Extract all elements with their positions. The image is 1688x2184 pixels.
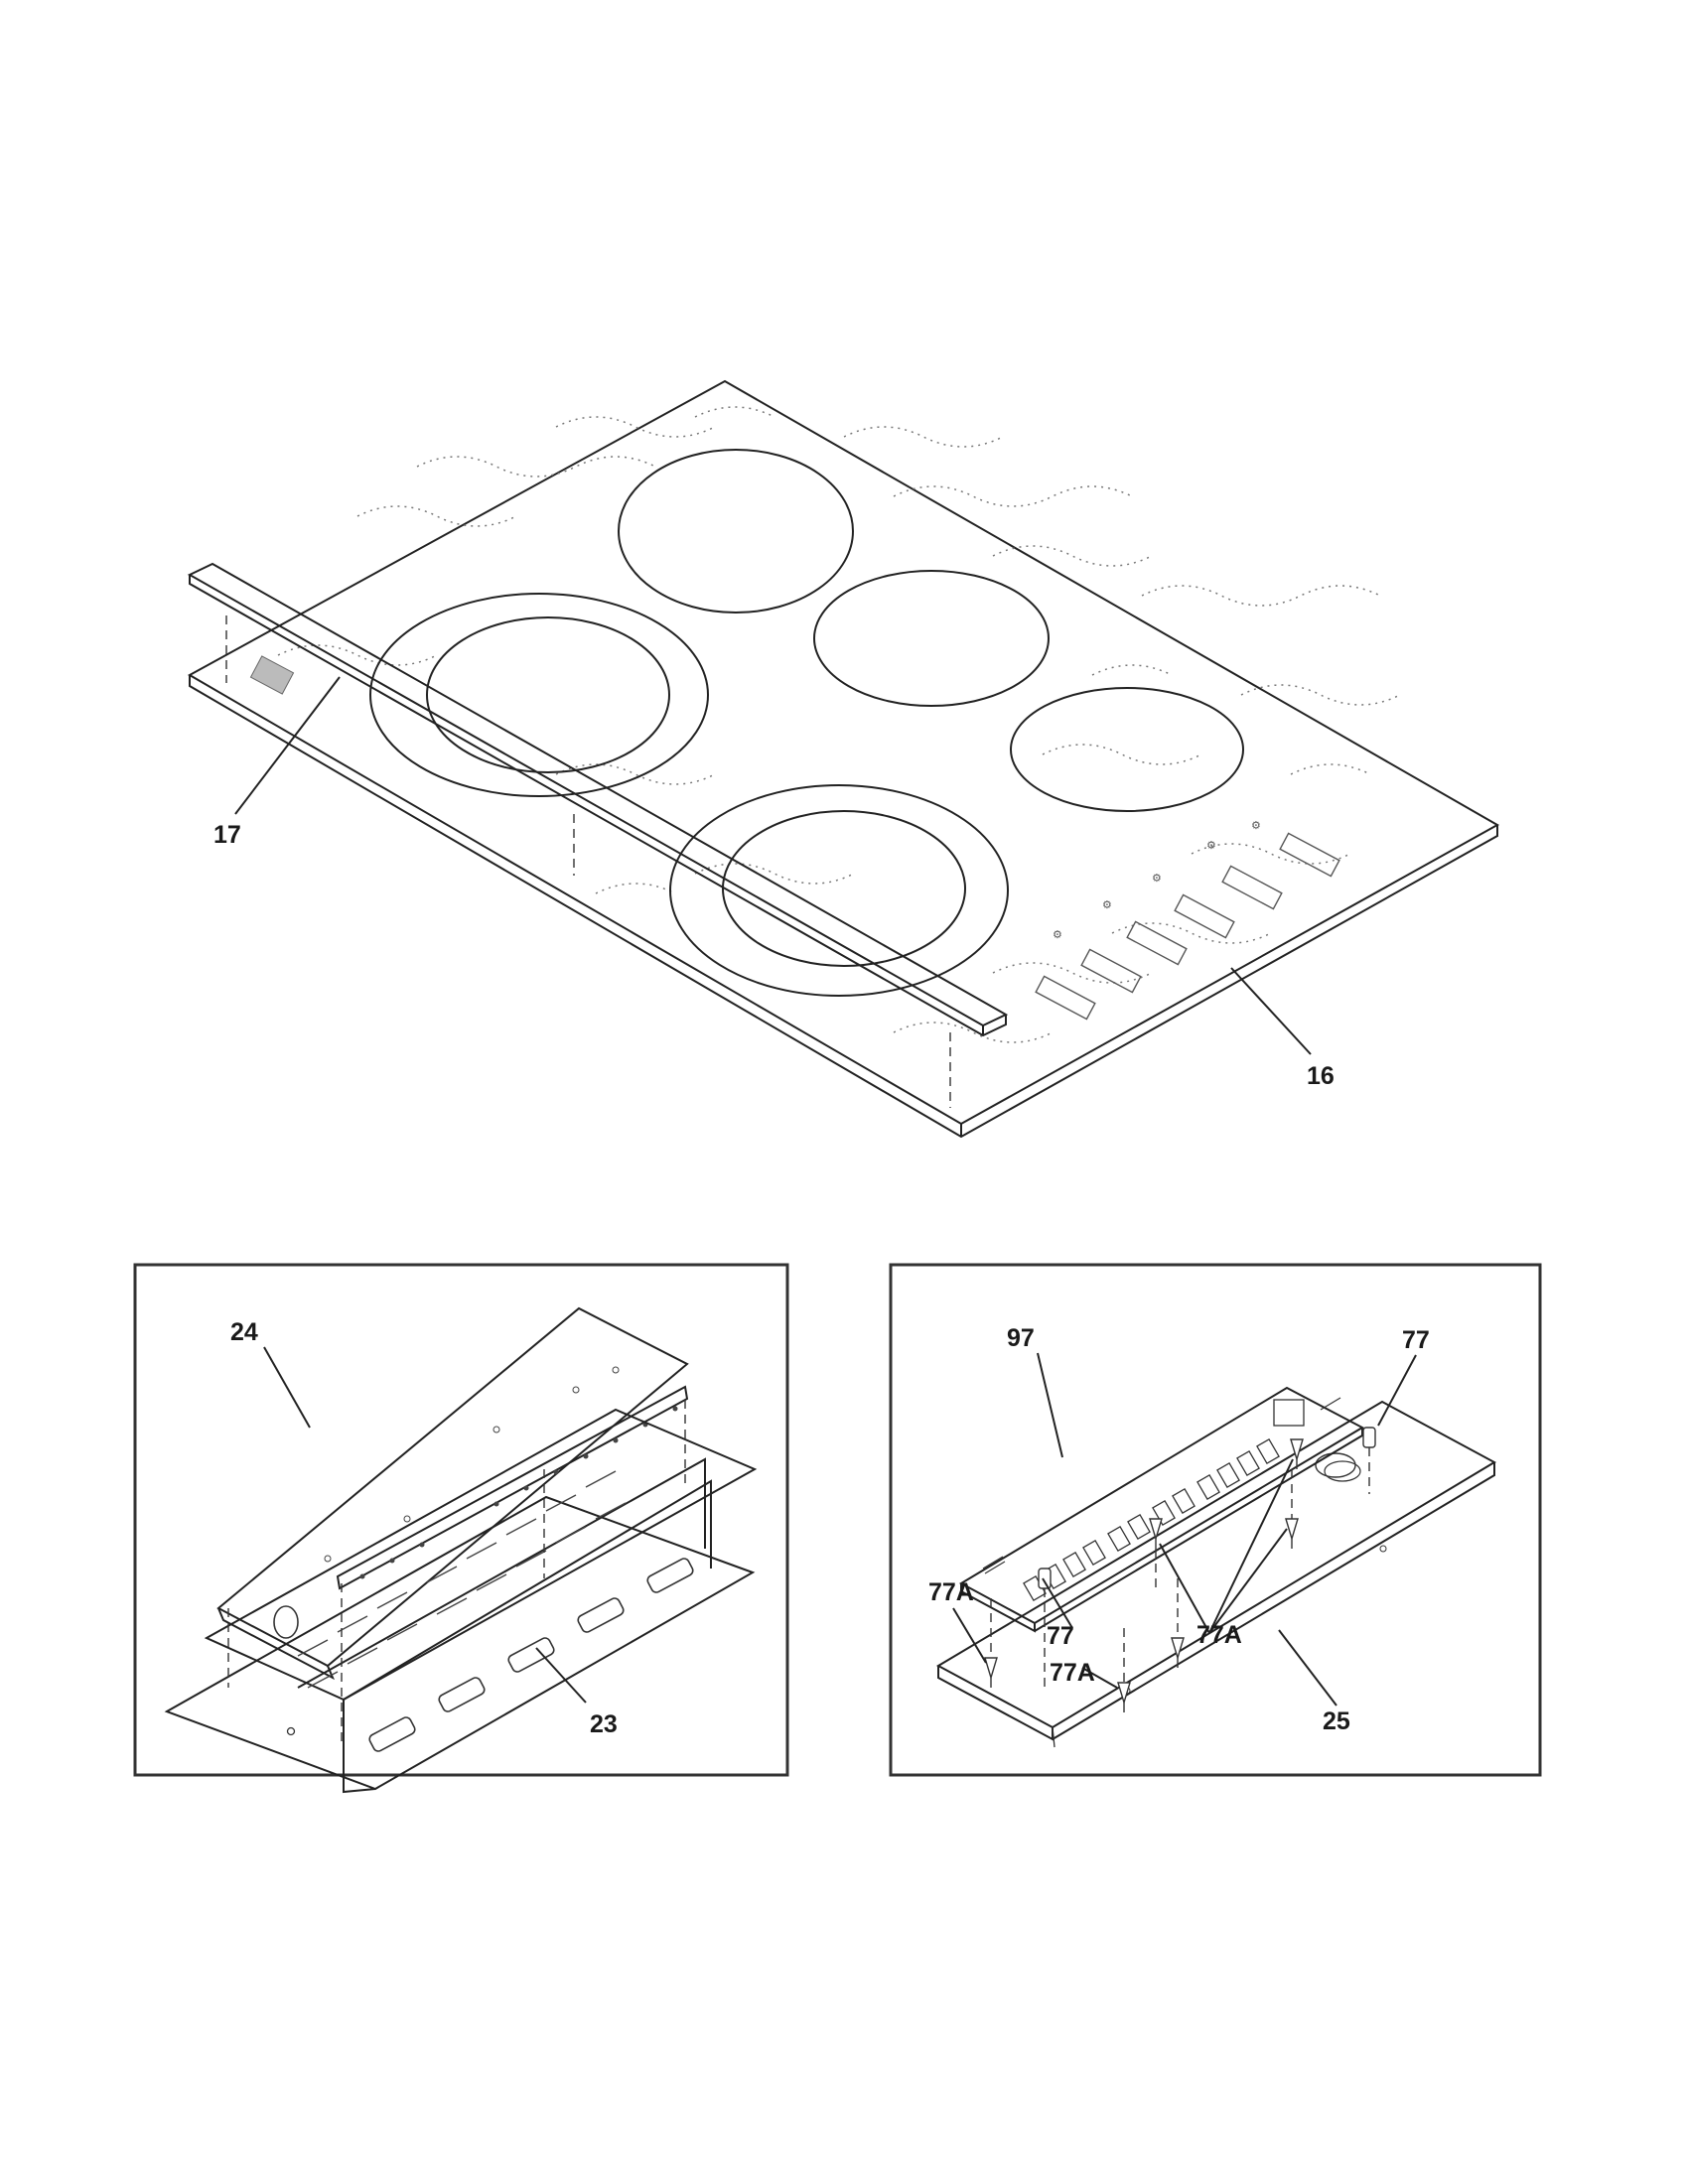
callout-25: 25 [1323, 1707, 1350, 1735]
leader-17 [234, 676, 341, 815]
leader-97 [1037, 1352, 1063, 1458]
leader-77-right [1377, 1354, 1417, 1427]
svg-text:⚙: ⚙ [1053, 929, 1062, 941]
leader-77a-left [952, 1607, 987, 1664]
burner-right [1010, 687, 1244, 812]
leader-77-mid [1042, 1577, 1073, 1629]
board-relays [1023, 1399, 1305, 1602]
svg-text:⚙: ⚙ [1251, 820, 1261, 832]
control-board-assembly [935, 1386, 1497, 1748]
glass-top-surface [187, 379, 1500, 1126]
burner-rear-left [618, 449, 854, 614]
burner-front-inner [722, 810, 966, 967]
callout-17: 17 [213, 821, 241, 849]
callout-77-right: 77 [1402, 1326, 1430, 1354]
svg-text:⚙: ⚙ [1152, 873, 1162, 885]
leader-23 [535, 1647, 587, 1704]
element-box-assembly [164, 1306, 758, 1794]
leader-77a-group-1 [1159, 1543, 1210, 1634]
leader-77a-bottom [1081, 1667, 1118, 1689]
leader-25 [1278, 1629, 1337, 1706]
callout-16: 16 [1307, 1062, 1335, 1090]
svg-text:⚙: ⚙ [1102, 899, 1112, 911]
burner-left-outer [369, 593, 709, 797]
top-cover-plate [216, 1306, 689, 1668]
leader-16 [1230, 967, 1312, 1055]
callout-77a-left: 77A [928, 1578, 974, 1606]
callout-97: 97 [1007, 1324, 1035, 1352]
trim-strip [187, 562, 1009, 1037]
burner-left-inner [426, 616, 670, 773]
cooktop-glass-assembly: ⚙ ⚙ ⚙ ⚙ ⚙ [187, 379, 1500, 1139]
leader-77a-group-3 [1208, 1458, 1294, 1634]
leader-77a-group-2 [1208, 1528, 1288, 1634]
burner-center [813, 570, 1050, 707]
standoffs [984, 1438, 1304, 1712]
mounting-bracket [935, 1400, 1497, 1729]
control-panel-graphics: ⚙ ⚙ ⚙ ⚙ ⚙ [1035, 820, 1340, 1021]
callout-77a-bottom: 77A [1050, 1659, 1095, 1687]
svg-text:⚙: ⚙ [1206, 840, 1216, 852]
callout-24: 24 [230, 1318, 258, 1346]
leader-24 [263, 1346, 311, 1429]
vent-slots [297, 1470, 627, 1689]
glass-edge [189, 675, 1498, 1139]
burner-front-outer [669, 784, 1009, 997]
callout-23: 23 [590, 1710, 618, 1738]
brand-logo-mark [249, 655, 295, 695]
callout-77a-group: 77A [1196, 1621, 1242, 1649]
detail-frame-right [889, 1263, 1542, 1777]
lower-element-box [164, 1495, 756, 1791]
detail-frame-left [133, 1263, 789, 1777]
glass-speckle-texture [277, 406, 1401, 1043]
board-connectors [982, 1397, 1341, 1574]
callout-77-mid: 77 [1047, 1622, 1074, 1650]
side-cutouts [273, 1558, 694, 1752]
